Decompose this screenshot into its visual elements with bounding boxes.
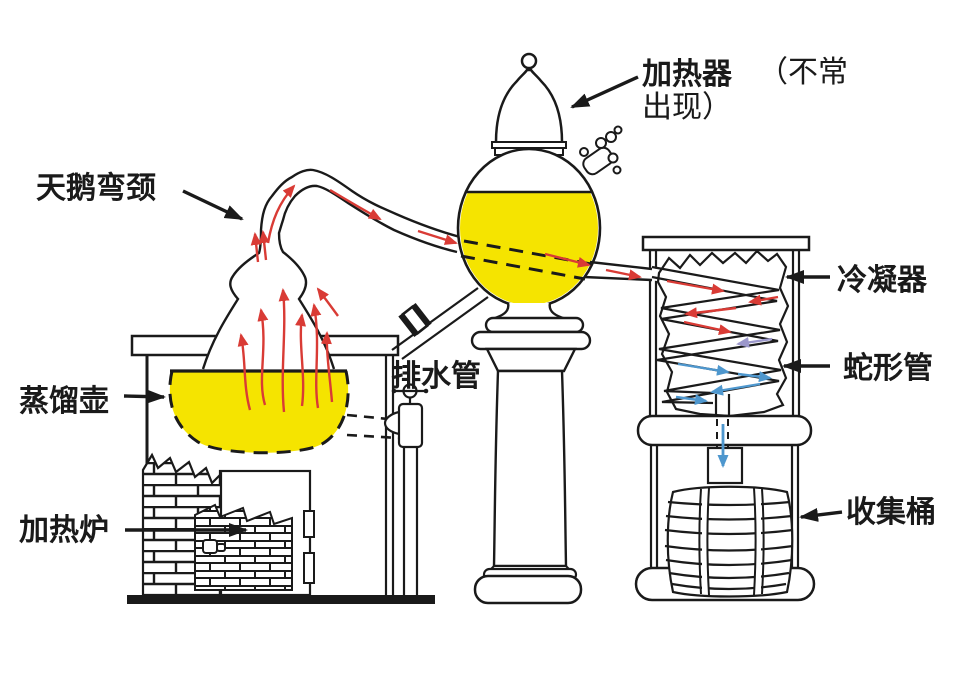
- pipe-valve: [398, 302, 432, 338]
- still-pot-dashed-outline: [168, 370, 350, 455]
- heater-note-line1: （不常: [758, 56, 848, 89]
- ground-line: [127, 595, 435, 604]
- brick-wall-fine: [194, 503, 293, 591]
- flask-tap: [579, 125, 623, 176]
- heater-leader-arrow: [570, 75, 639, 109]
- door-hinge-top: [303, 510, 315, 538]
- barrel-leader-arrow: [799, 507, 843, 522]
- column-neck: [485, 347, 577, 373]
- column-base-band: [473, 574, 583, 605]
- flask-foot-disc: [484, 316, 585, 334]
- flask-stem: [491, 302, 567, 321]
- swan-neck-leader-arrow: [182, 189, 244, 221]
- drain-group: [346, 383, 429, 595]
- drain-dashed-bottom: [346, 433, 400, 440]
- condenser-top-slab: [641, 235, 811, 252]
- door-hinge-bottom: [303, 552, 315, 584]
- faucet-body: [397, 402, 424, 449]
- column-shaft: [492, 369, 568, 568]
- tube-wall-mask: [629, 266, 659, 281]
- barrel-label: 收集桶: [846, 496, 936, 529]
- condenser-group: [583, 235, 811, 419]
- vapor-arrows-flask: [544, 252, 642, 281]
- coil-label: 蛇形管: [843, 351, 933, 385]
- text-labels: 加热器 （不常 出现） 天鹅弯颈 蒸馏壶 加热炉 排水管 冷凝器 蛇形管 收集桶: [19, 56, 936, 547]
- heater-knob: [520, 52, 538, 70]
- transfer-tube-top: [589, 260, 653, 271]
- heater-dome-group: [491, 52, 567, 156]
- still-pot-label: 蒸馏壶: [19, 385, 109, 418]
- stand-group: [634, 414, 816, 602]
- furnace-label: 加热炉: [19, 514, 109, 547]
- heater-label: 加热器: [642, 58, 733, 91]
- flask-group: [456, 125, 623, 309]
- pedestal-column: [470, 302, 592, 605]
- swan-neck-inner-edge: [277, 184, 458, 370]
- flask-liquid: [460, 192, 598, 305]
- collection-barrel: [664, 485, 794, 598]
- label-leaders: [123, 75, 843, 537]
- stand-top-band: [636, 414, 813, 447]
- faucet-inlet: [383, 410, 400, 436]
- swan-neck-label: 天鹅弯颈: [36, 171, 156, 205]
- still-pot-group: [168, 369, 350, 455]
- coil-flow-arrows: [666, 279, 779, 405]
- drain-pipe-label: 排水管: [391, 360, 481, 393]
- vapor-arrows-dome: [237, 184, 458, 413]
- column-capital: [470, 330, 592, 351]
- furnace-knob: [202, 539, 218, 554]
- through-pipe-bottom: [460, 254, 586, 281]
- condenser-label: 冷凝器: [837, 264, 928, 297]
- furnace-knob-stub: [216, 543, 226, 552]
- funnel-box: [706, 446, 744, 485]
- swan-neck-outer-edge: [201, 168, 461, 370]
- still-pot-leader-arrow: [123, 389, 166, 404]
- flask-support-pipe: [391, 287, 489, 360]
- heater-note-line2: 出现）: [642, 91, 732, 124]
- heater-dome: [494, 68, 564, 143]
